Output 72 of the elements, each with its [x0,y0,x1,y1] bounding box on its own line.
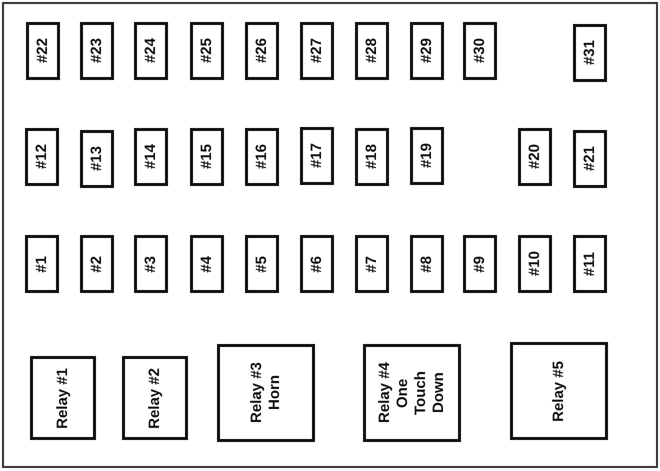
fuse-slot [463,22,497,80]
fuse-slot [300,127,334,185]
fuse-slot [410,22,444,80]
fuse-label: #14 [142,144,160,170]
fuse-label: #17 [308,143,326,169]
fuse-label: #23 [88,38,106,64]
fuse-slot [190,22,224,80]
fuse-label: #1 [33,256,51,272]
fuse-slot [80,130,114,188]
fuse-slot [245,235,279,293]
fuse-slot [190,235,224,293]
fuse-label: #22 [34,38,52,64]
fuse-label: #29 [418,38,436,64]
fuse-label: #25 [198,38,216,64]
fuse-slot [80,22,114,80]
fuse-slot [355,128,389,186]
relay-slot [30,356,96,440]
fuse-slot [410,235,444,293]
fuse-slot [134,128,168,186]
fuse-slot [463,235,497,293]
relay-label: Relay #1 [54,368,72,428]
relay-label: Relay #3 Horn [248,362,284,426]
fuse-slot [26,22,60,80]
fuse-slot [355,235,389,293]
relay-slot [510,342,608,440]
fuse-slot [573,130,607,188]
fuse-slot [245,128,279,186]
fuse-label: #4 [198,256,216,272]
fuse-label: #6 [308,256,326,272]
fuse-label: #28 [363,38,381,64]
fuse-slot [245,22,279,80]
fuse-label: #13 [88,146,106,172]
fuse-slot [190,128,224,186]
fuse-label: #26 [253,38,271,64]
relay-slot [363,344,461,442]
fuse-slot [410,127,444,185]
fuse-label: #15 [198,144,216,170]
fuse-label: #24 [142,38,160,64]
fuse-label: #7 [363,256,381,272]
fuse-label: #27 [308,38,326,64]
fuse-slot [355,22,389,80]
fuse-slot [518,235,552,293]
fuse-slot [573,235,607,293]
fuse-label: #2 [88,256,106,272]
fuse-label: #21 [581,146,599,172]
fuse-label: #11 [581,252,599,276]
fuse-slot [134,22,168,80]
relay-label: Relay #2 [146,368,164,428]
fuse-slot [300,235,334,293]
fuse-label: #10 [526,251,544,277]
fuse-label: #30 [471,38,489,64]
relay-label: Relay #4 One Touch Down [376,361,448,426]
fuse-slot [573,24,607,82]
fuse-label: #16 [253,144,271,170]
relay-slot [122,356,188,440]
fuse-label: #31 [581,40,599,66]
fuse-label: #20 [526,144,544,170]
fuse-label: #18 [363,144,381,170]
fuse-slot [518,128,552,186]
relay-slot [217,344,315,442]
fuse-label: #9 [471,256,489,272]
fuse-label: #3 [142,256,160,272]
fuse-slot [25,235,59,293]
relay-label: Relay #5 [550,360,568,422]
fuse-slot [134,235,168,293]
fuse-label: #12 [33,144,51,170]
fuse-label: #19 [418,143,436,169]
fuse-label: #5 [253,256,271,272]
fuse-slot [25,128,59,186]
fuse-slot [300,22,334,80]
fuse-label: #8 [418,256,436,272]
fuse-slot [80,235,114,293]
